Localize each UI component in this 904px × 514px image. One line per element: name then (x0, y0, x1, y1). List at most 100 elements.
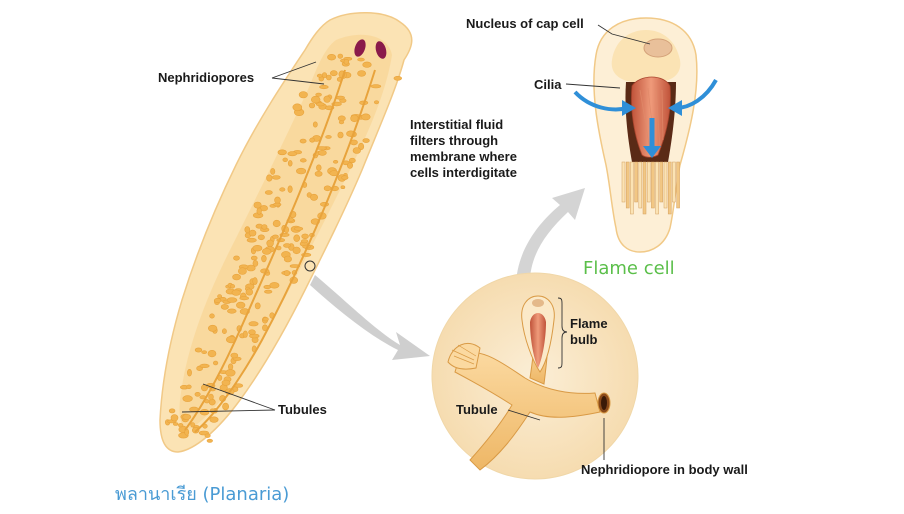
tubule-branch (279, 187, 286, 192)
tubule-branch (287, 160, 293, 167)
tubule-branch (246, 237, 257, 243)
tubule-branch (228, 363, 234, 371)
tubule-branch (309, 137, 316, 143)
tubule-branch (173, 422, 179, 426)
tubule-branch (264, 190, 273, 195)
tubule-branch (178, 423, 184, 428)
tubule-branch (194, 347, 203, 353)
rod (676, 161, 680, 209)
tubule-branch (325, 135, 332, 139)
tubule-branch (209, 313, 215, 319)
rod (642, 161, 647, 215)
tubule-branch (348, 157, 356, 164)
tubule-branch (362, 138, 370, 143)
tubule-branch (221, 328, 227, 335)
tubule-branch (318, 149, 327, 156)
tubule-branch (315, 102, 325, 107)
tubule-branch (226, 297, 238, 303)
leader-lines (181, 24, 651, 460)
tubule-branch (272, 219, 281, 228)
flame-cell-label: Flame cell (583, 258, 675, 279)
rod (667, 161, 672, 215)
tubule-branch (244, 226, 251, 234)
tubule-branch (312, 121, 318, 128)
flame-cell-large (573, 17, 718, 253)
tubule-branch (208, 324, 218, 332)
tubule-branch (329, 70, 338, 77)
tubule-branch (207, 350, 217, 358)
tubule-branch (237, 267, 247, 275)
tubule-branch (222, 402, 229, 411)
tubule-branch (187, 369, 192, 377)
tubule-branch (283, 255, 292, 263)
rod (646, 161, 651, 203)
tubule-branch (204, 433, 211, 438)
tubule-branch (201, 350, 207, 355)
tubule-branch (337, 131, 344, 139)
tubule-branch (327, 53, 336, 61)
tubule-branch (199, 363, 210, 369)
tubule-branch (393, 76, 402, 81)
sample-circle (304, 260, 316, 272)
tubule-branch (273, 202, 282, 207)
tubule-branch (292, 103, 303, 112)
tubule-branch (227, 308, 237, 314)
tubule-branch (213, 297, 222, 303)
rod (659, 161, 664, 203)
planaria-tubules (165, 53, 402, 443)
tubule-branch (209, 416, 219, 423)
tubule-branch (168, 408, 176, 414)
rod (655, 161, 659, 215)
tubule-branch (182, 413, 192, 420)
tubule-branch (283, 243, 291, 248)
rod (621, 161, 626, 203)
tubule-branch (346, 162, 353, 169)
tubule-branch (230, 352, 239, 359)
tubule-branch (277, 149, 287, 156)
tubule-branch (283, 270, 291, 277)
tubule-branch (311, 95, 321, 104)
tubule-main (184, 69, 346, 431)
tubule-branch (308, 102, 316, 109)
tubules-label: Tubules (278, 402, 327, 417)
tubule-branch (323, 95, 331, 103)
tubule-branch (287, 185, 293, 193)
tubule-branch (337, 53, 343, 59)
tubule-branch (252, 260, 259, 267)
tubule-branch (262, 317, 269, 322)
tubule-branch (231, 289, 241, 296)
interdigitating-rods (621, 161, 680, 215)
tubule-branch (316, 164, 322, 171)
tubule-label: Tubule (456, 402, 498, 417)
tubule-branch (357, 57, 365, 62)
tubule-branch (287, 151, 298, 157)
tubule-branch (314, 171, 323, 177)
tubule-branch (170, 414, 179, 422)
tubule-branch (357, 70, 366, 77)
tubule-branch (262, 248, 272, 255)
tubule-branch (248, 229, 257, 237)
tubule-main (194, 69, 376, 433)
tubule-branch (271, 175, 281, 180)
tubule-branch (236, 301, 246, 309)
tubule-branch (296, 167, 307, 175)
tubule-branch (254, 302, 261, 310)
zoom-circle (431, 272, 639, 480)
nephridiopore-body-wall-label: Nephridiopore in body wall (581, 462, 748, 477)
tubule-branch (343, 58, 350, 65)
tubule-branch (252, 277, 258, 285)
rod (638, 161, 643, 209)
tubule-branch (266, 239, 274, 248)
tubule-branch (256, 207, 262, 215)
tubule-branch (316, 73, 323, 78)
nephridiopores-label: Nephridiopores (158, 70, 255, 85)
tubule-branch (248, 329, 256, 336)
tubule-branch (245, 288, 254, 296)
tubule-branch (206, 438, 213, 443)
tubule-branch (373, 100, 379, 105)
tubule-branch (301, 239, 309, 244)
tubule-branch (250, 255, 258, 261)
rod (651, 161, 655, 209)
